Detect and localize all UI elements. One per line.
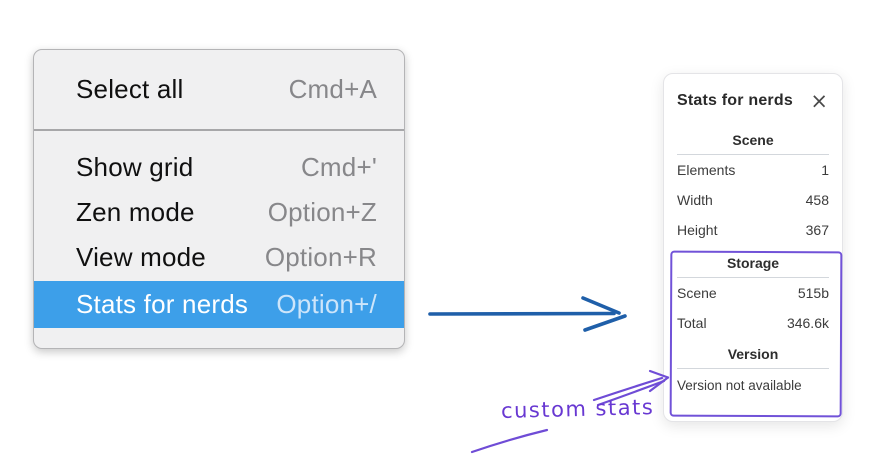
scene-section-rows: Elements 1 Width 458 Height 367 [677,155,829,245]
menu-item-label: Stats for nerds [76,289,249,319]
annotation-label: custom stats [500,394,655,424]
stat-row-scene-storage: Scene 515b [677,278,829,308]
menu-item-shortcut: Option+/ [276,289,377,319]
menu-group-bottom: Show grid Cmd+' Zen mode Option+Z View m… [34,131,404,342]
menu-item-shortcut: Cmd+' [300,152,377,182]
stat-value: 515b [797,285,829,301]
context-menu: Select all Cmd+A Show grid Cmd+' Zen mod… [33,49,405,349]
menu-item-zen-mode[interactable]: Zen mode Option+Z [34,190,404,235]
stats-panel: Stats for nerds × Scene Elements 1 Width… [663,73,843,422]
menu-item-shortcut: Option+R [264,242,377,272]
version-note: Version not available [677,378,802,393]
menu-item-label: Select all [76,74,184,104]
menu-item-stats-for-nerds[interactable]: Stats for nerds Option+/ [34,281,404,328]
stat-label: Width [677,192,713,208]
stat-row-width: Width 458 [677,185,829,215]
stat-row-height: Height 367 [677,215,829,245]
stat-label: Elements [677,162,736,178]
stat-row-elements: Elements 1 [677,155,829,185]
stat-value: 367 [805,222,829,238]
menu-item-show-grid[interactable]: Show grid Cmd+' [34,145,404,190]
scene-section-heading: Scene [677,132,829,155]
menu-item-label: View mode [76,242,206,272]
annotation-arrow-tail [470,428,549,454]
menu-item-shortcut: Option+Z [267,197,377,227]
flow-arrow [428,296,627,332]
storage-section-heading: Storage [677,255,829,278]
stat-label: Total [677,315,707,331]
stat-row-total-storage: Total 346.6k [677,308,829,338]
menu-item-select-all[interactable]: Select all Cmd+A [34,67,404,112]
menu-item-view-mode[interactable]: View mode Option+R [34,235,404,280]
stats-panel-title: Stats for nerds [677,92,793,109]
stat-value: 458 [805,192,829,208]
version-section-heading: Version [677,346,829,369]
menu-item-shortcut: Cmd+A [288,74,377,104]
menu-item-label: Zen mode [76,197,195,227]
stat-label: Scene [677,285,717,301]
menu-group-top: Select all Cmd+A [34,50,404,129]
stats-panel-header: Stats for nerds × [677,88,829,114]
stat-value: 1 [821,162,829,178]
storage-section-rows: Scene 515b Total 346.6k [677,278,829,338]
menu-item-label: Show grid [76,152,194,182]
stat-label: Height [677,222,718,238]
stat-value: 346.6k [786,315,829,331]
close-icon[interactable]: × [810,89,828,113]
menu-separator [34,129,404,131]
